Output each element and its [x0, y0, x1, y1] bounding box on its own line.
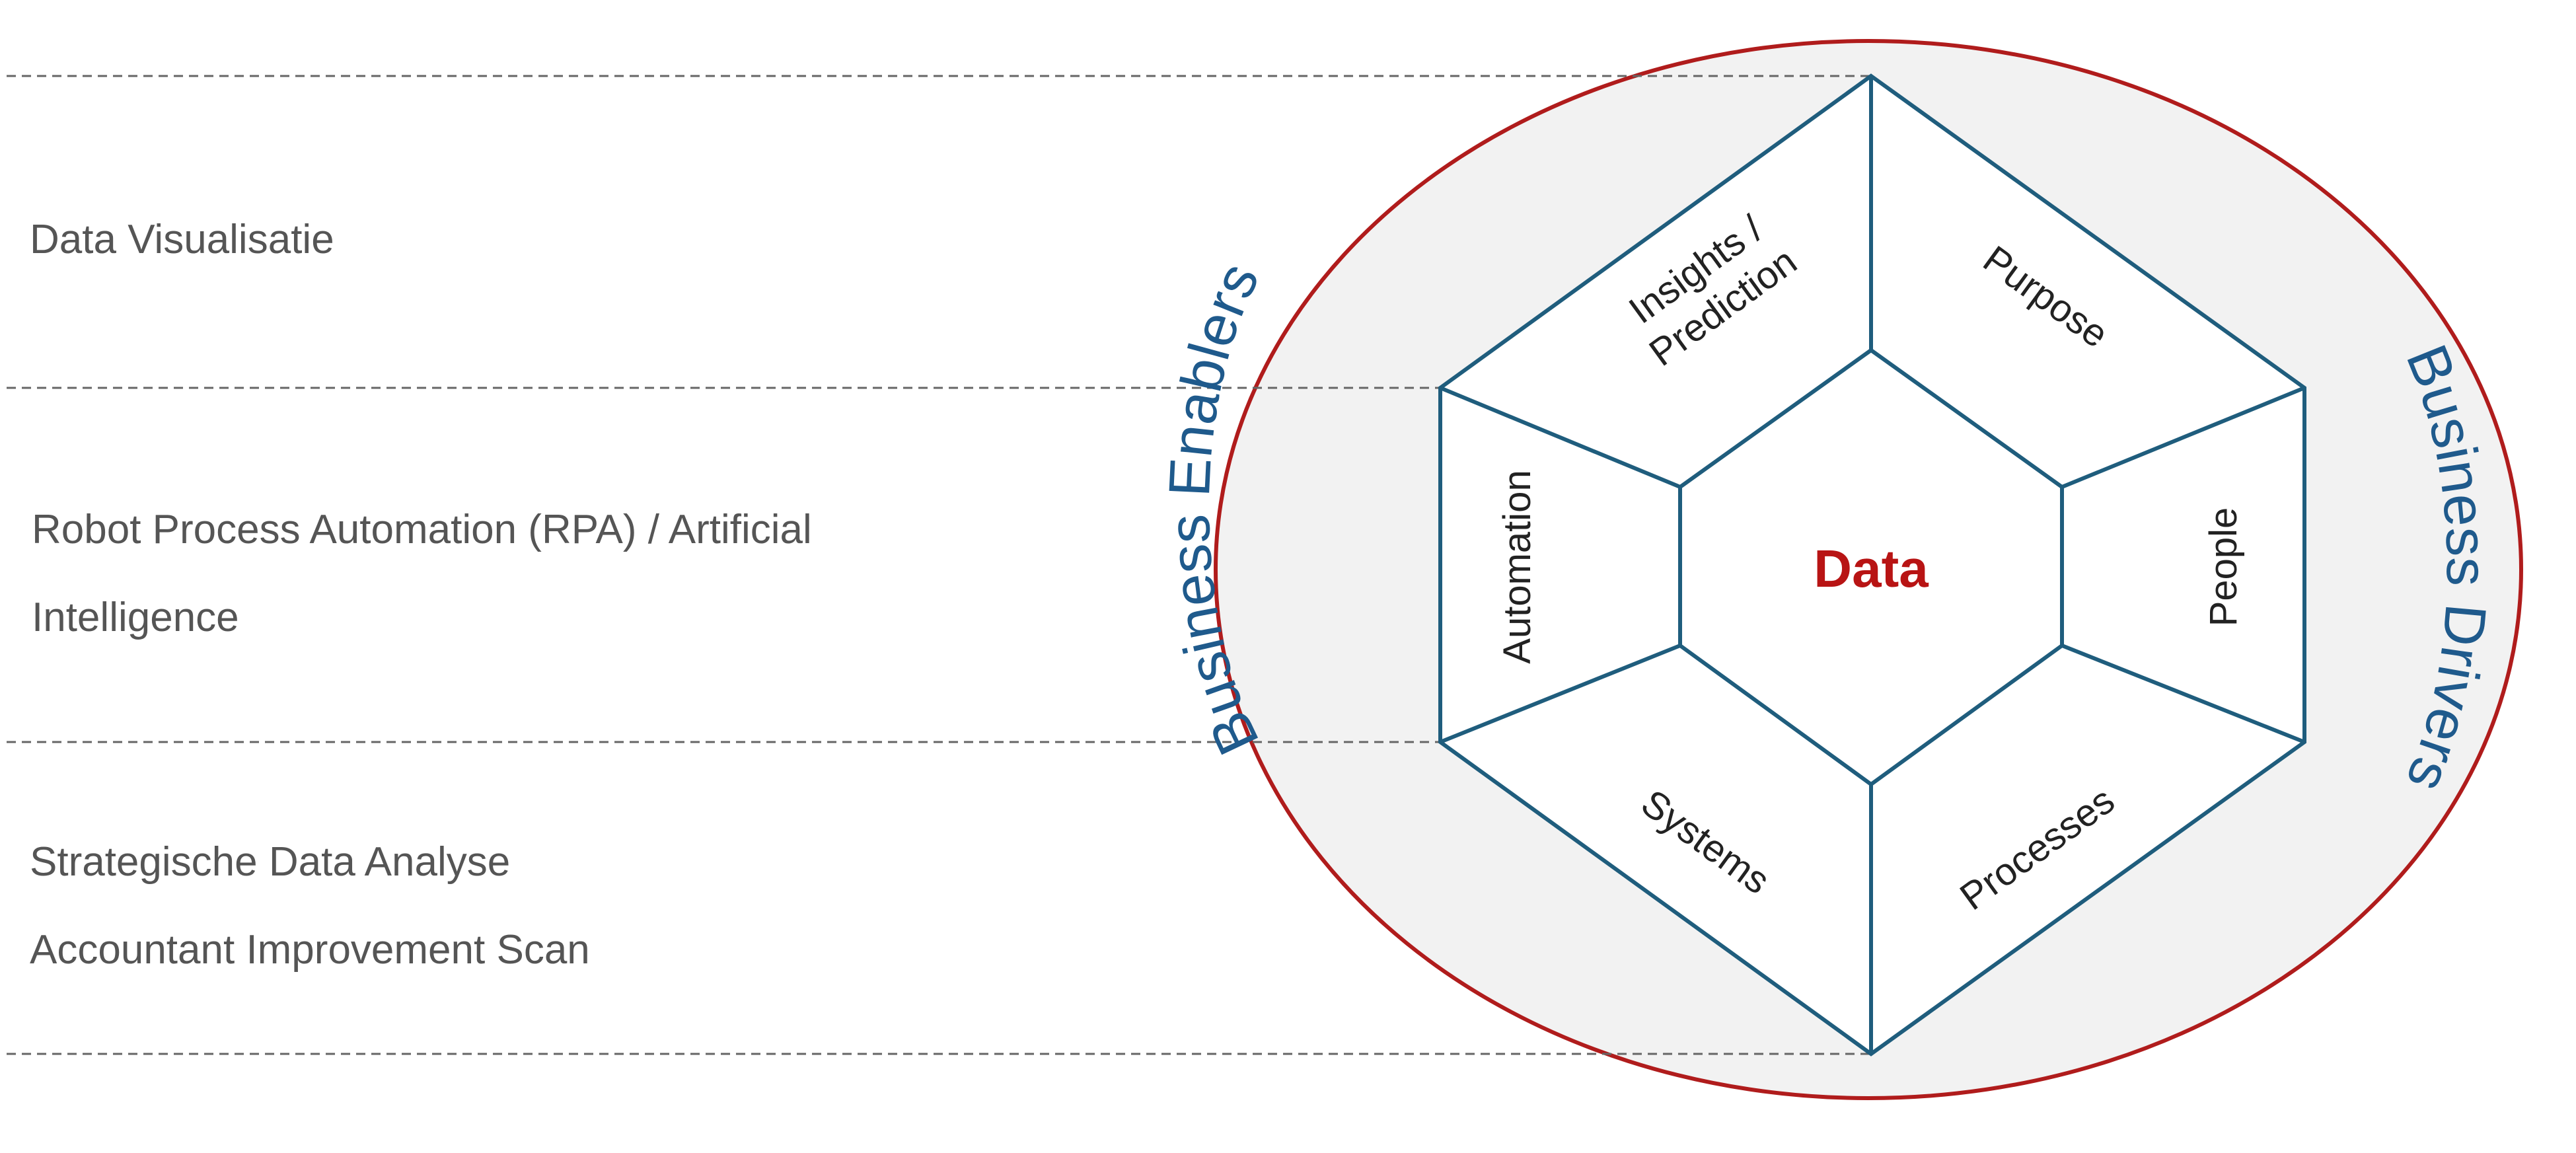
label-data-visualisatie: Data Visualisatie	[30, 217, 334, 262]
hexagon	[1438, 73, 2306, 1057]
label-accountant-improvement-scan: Accountant Improvement Scan	[30, 927, 590, 973]
label-rpa-line1: Robot Process Automation (RPA) / Artific…	[32, 507, 812, 552]
spoke-upper-left	[1439, 386, 1681, 489]
center-label: Data	[1814, 539, 1929, 598]
spoke-lower-left	[1439, 644, 1681, 744]
dashed-guides	[7, 75, 1871, 1055]
segment-automation: Automation	[1496, 470, 1539, 663]
segment-people: People	[2202, 507, 2245, 627]
label-strategische-data-analyse: Strategische Data Analyse	[30, 839, 510, 885]
spoke-upper-right	[2061, 386, 2306, 489]
label-rpa-line2: Intelligence	[32, 595, 239, 640]
spoke-lower-right	[2061, 644, 2306, 744]
left-labels: Data Visualisatie Robot Process Automati…	[30, 217, 812, 973]
